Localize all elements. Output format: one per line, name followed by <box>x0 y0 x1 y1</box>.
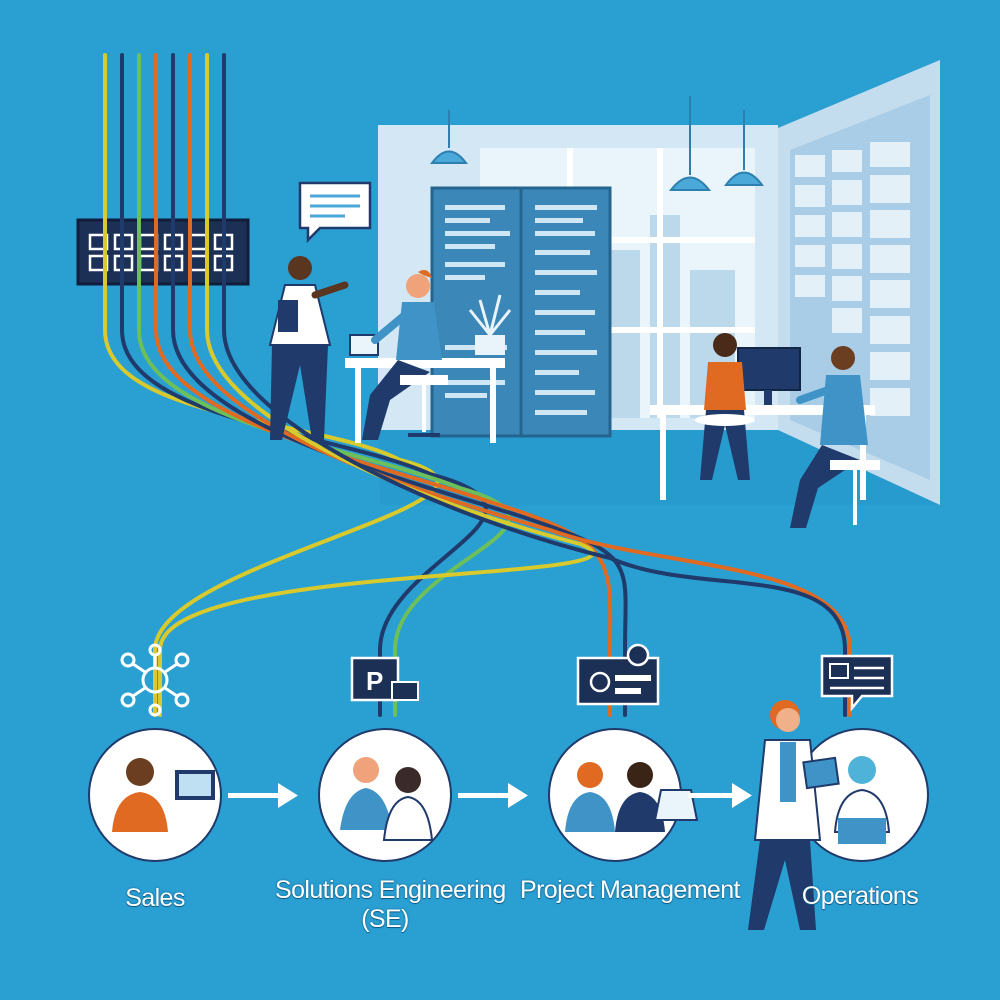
arrow-icon <box>458 783 528 808</box>
cable <box>222 53 847 717</box>
server-rack <box>430 186 612 438</box>
stage-label-operations: Operations <box>801 882 919 910</box>
stage-node-sales <box>88 728 222 862</box>
wall-monitor-grid <box>795 142 910 416</box>
network-hub-icon <box>120 643 190 717</box>
stage-label-sales: Sales <box>125 884 185 912</box>
cable <box>120 53 488 717</box>
arrow-icon <box>228 783 298 808</box>
person-seated-at-desk <box>790 346 880 528</box>
cable <box>158 53 595 717</box>
person-seated-blue-shirt <box>362 270 448 440</box>
cable <box>103 53 440 717</box>
desk-right <box>650 347 875 500</box>
stage-label-line: Solutions Engineering <box>275 876 506 904</box>
person-seated-orange-jacket <box>695 333 755 480</box>
cable-bundle <box>103 53 852 717</box>
arrow-icon <box>688 783 752 808</box>
cable <box>154 53 613 717</box>
presentation-board-icon: P <box>350 656 419 702</box>
stage-label-project-management: Project Management <box>520 876 740 904</box>
person-standing-lab-coat <box>748 700 840 930</box>
ceiling-lamp-icon <box>430 96 764 191</box>
person-standing-with-tablet <box>268 256 349 440</box>
speech-bubble-icon <box>298 181 372 244</box>
stage-node-solutions-engineering <box>318 728 452 862</box>
cable <box>137 53 511 717</box>
chat-dashboard-icon <box>820 654 894 712</box>
stage-label-solutions-engineering: Solutions Engineering (SE) <box>275 876 506 934</box>
stage-node-project-management <box>548 728 699 862</box>
cable <box>171 53 628 717</box>
svg-text:P: P <box>366 666 383 696</box>
cable <box>188 53 852 717</box>
stage-label-line: (SE) <box>361 905 409 933</box>
gantt-gear-icon <box>576 643 660 706</box>
